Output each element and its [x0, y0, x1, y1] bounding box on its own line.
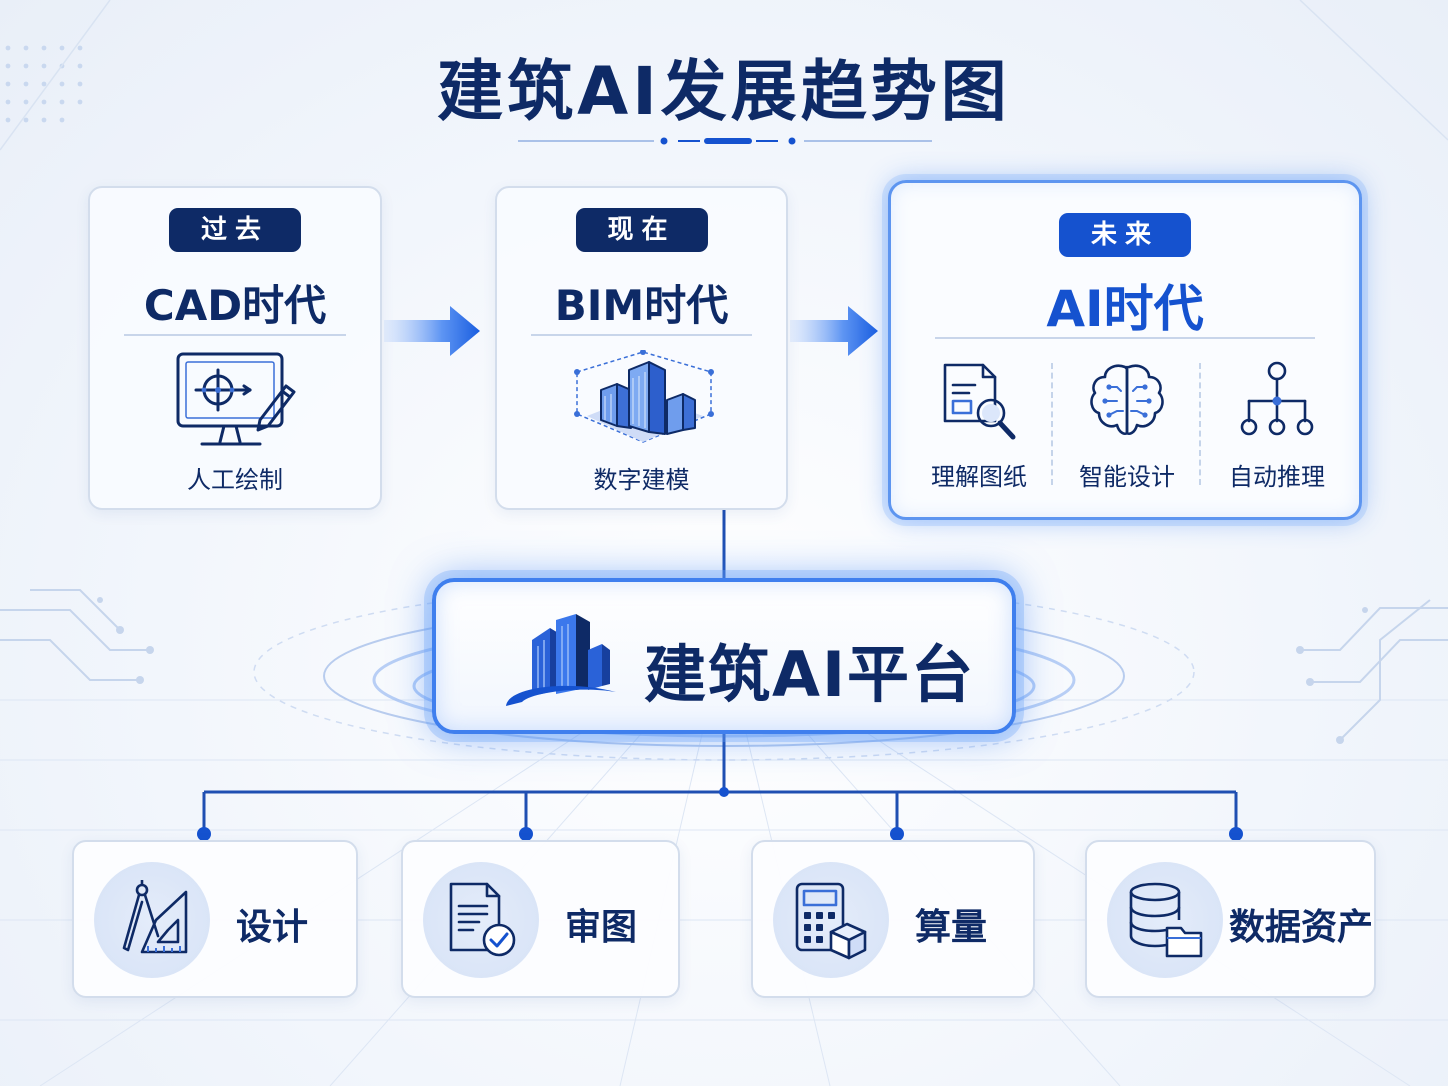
era-name: BIM时代 — [554, 281, 729, 330]
era-badge: 现在 — [575, 208, 708, 252]
app-card-quantity: 算量 — [751, 840, 1035, 998]
era-divider — [531, 334, 752, 336]
document-check-icon — [449, 882, 516, 957]
era-badge: 未来 — [1058, 213, 1192, 257]
app-card-review: 审图 — [401, 840, 680, 998]
platform-title: 建筑AI平台 — [644, 638, 976, 711]
era-card-future: 未来 AI时代 理解图纸 — [888, 180, 1362, 520]
hierarchy-icon — [1240, 361, 1314, 436]
future-item-auto-reasoning: 自动推理 — [1203, 351, 1351, 491]
era-name: CAD时代 — [143, 281, 327, 330]
icon-badge — [1107, 862, 1223, 978]
future-item-label: 自动推理 — [1229, 463, 1325, 491]
future-item-understand-drawings: 理解图纸 — [905, 351, 1053, 491]
brain-icon — [1090, 364, 1164, 436]
document-search-icon — [943, 363, 1016, 440]
future-item-smart-design: 智能设计 — [1053, 351, 1201, 491]
era-badge: 过去 — [168, 208, 302, 252]
bim-buildings-icon — [574, 350, 714, 443]
era-card-present: 现在 BIM时代 数字建模 — [495, 186, 788, 510]
app-card-label: 算量 — [915, 907, 988, 948]
app-card-label: 数据资产 — [1229, 907, 1374, 948]
calculator-cube-icon — [795, 882, 867, 960]
future-item-separator — [1199, 363, 1201, 485]
era-caption: 人工绘制 — [187, 466, 283, 494]
future-item-label: 理解图纸 — [931, 463, 1027, 491]
database-folder-icon — [1129, 882, 1203, 958]
era-divider — [124, 334, 346, 336]
arrow-right-icon — [790, 306, 878, 356]
icon-badge — [94, 862, 210, 978]
app-card-data-assets: 数据资产 — [1085, 840, 1376, 998]
era-card-past: 过去 CAD时代 人工绘制 — [88, 186, 382, 510]
era-caption: 数字建模 — [593, 466, 690, 494]
future-item-label: 智能设计 — [1079, 463, 1175, 491]
era-name: AI时代 — [1046, 280, 1204, 338]
arrow-right-icon — [384, 306, 480, 356]
compass-ruler-icon — [122, 880, 188, 954]
icon-badge — [423, 862, 539, 978]
page-title: 建筑AI发展趋势图 — [437, 53, 1011, 130]
title-underline-decoration — [518, 137, 932, 145]
era-divider — [935, 337, 1315, 339]
app-card-label: 审图 — [565, 907, 638, 948]
future-item-separator — [1051, 363, 1053, 485]
cad-monitor-icon — [176, 352, 296, 446]
building-logo-icon — [506, 614, 616, 706]
icon-badge — [773, 862, 889, 978]
app-card-label: 设计 — [236, 907, 309, 948]
app-card-design: 设计 — [72, 840, 358, 998]
ai-platform-panel: 建筑AI平台 — [432, 578, 1016, 734]
